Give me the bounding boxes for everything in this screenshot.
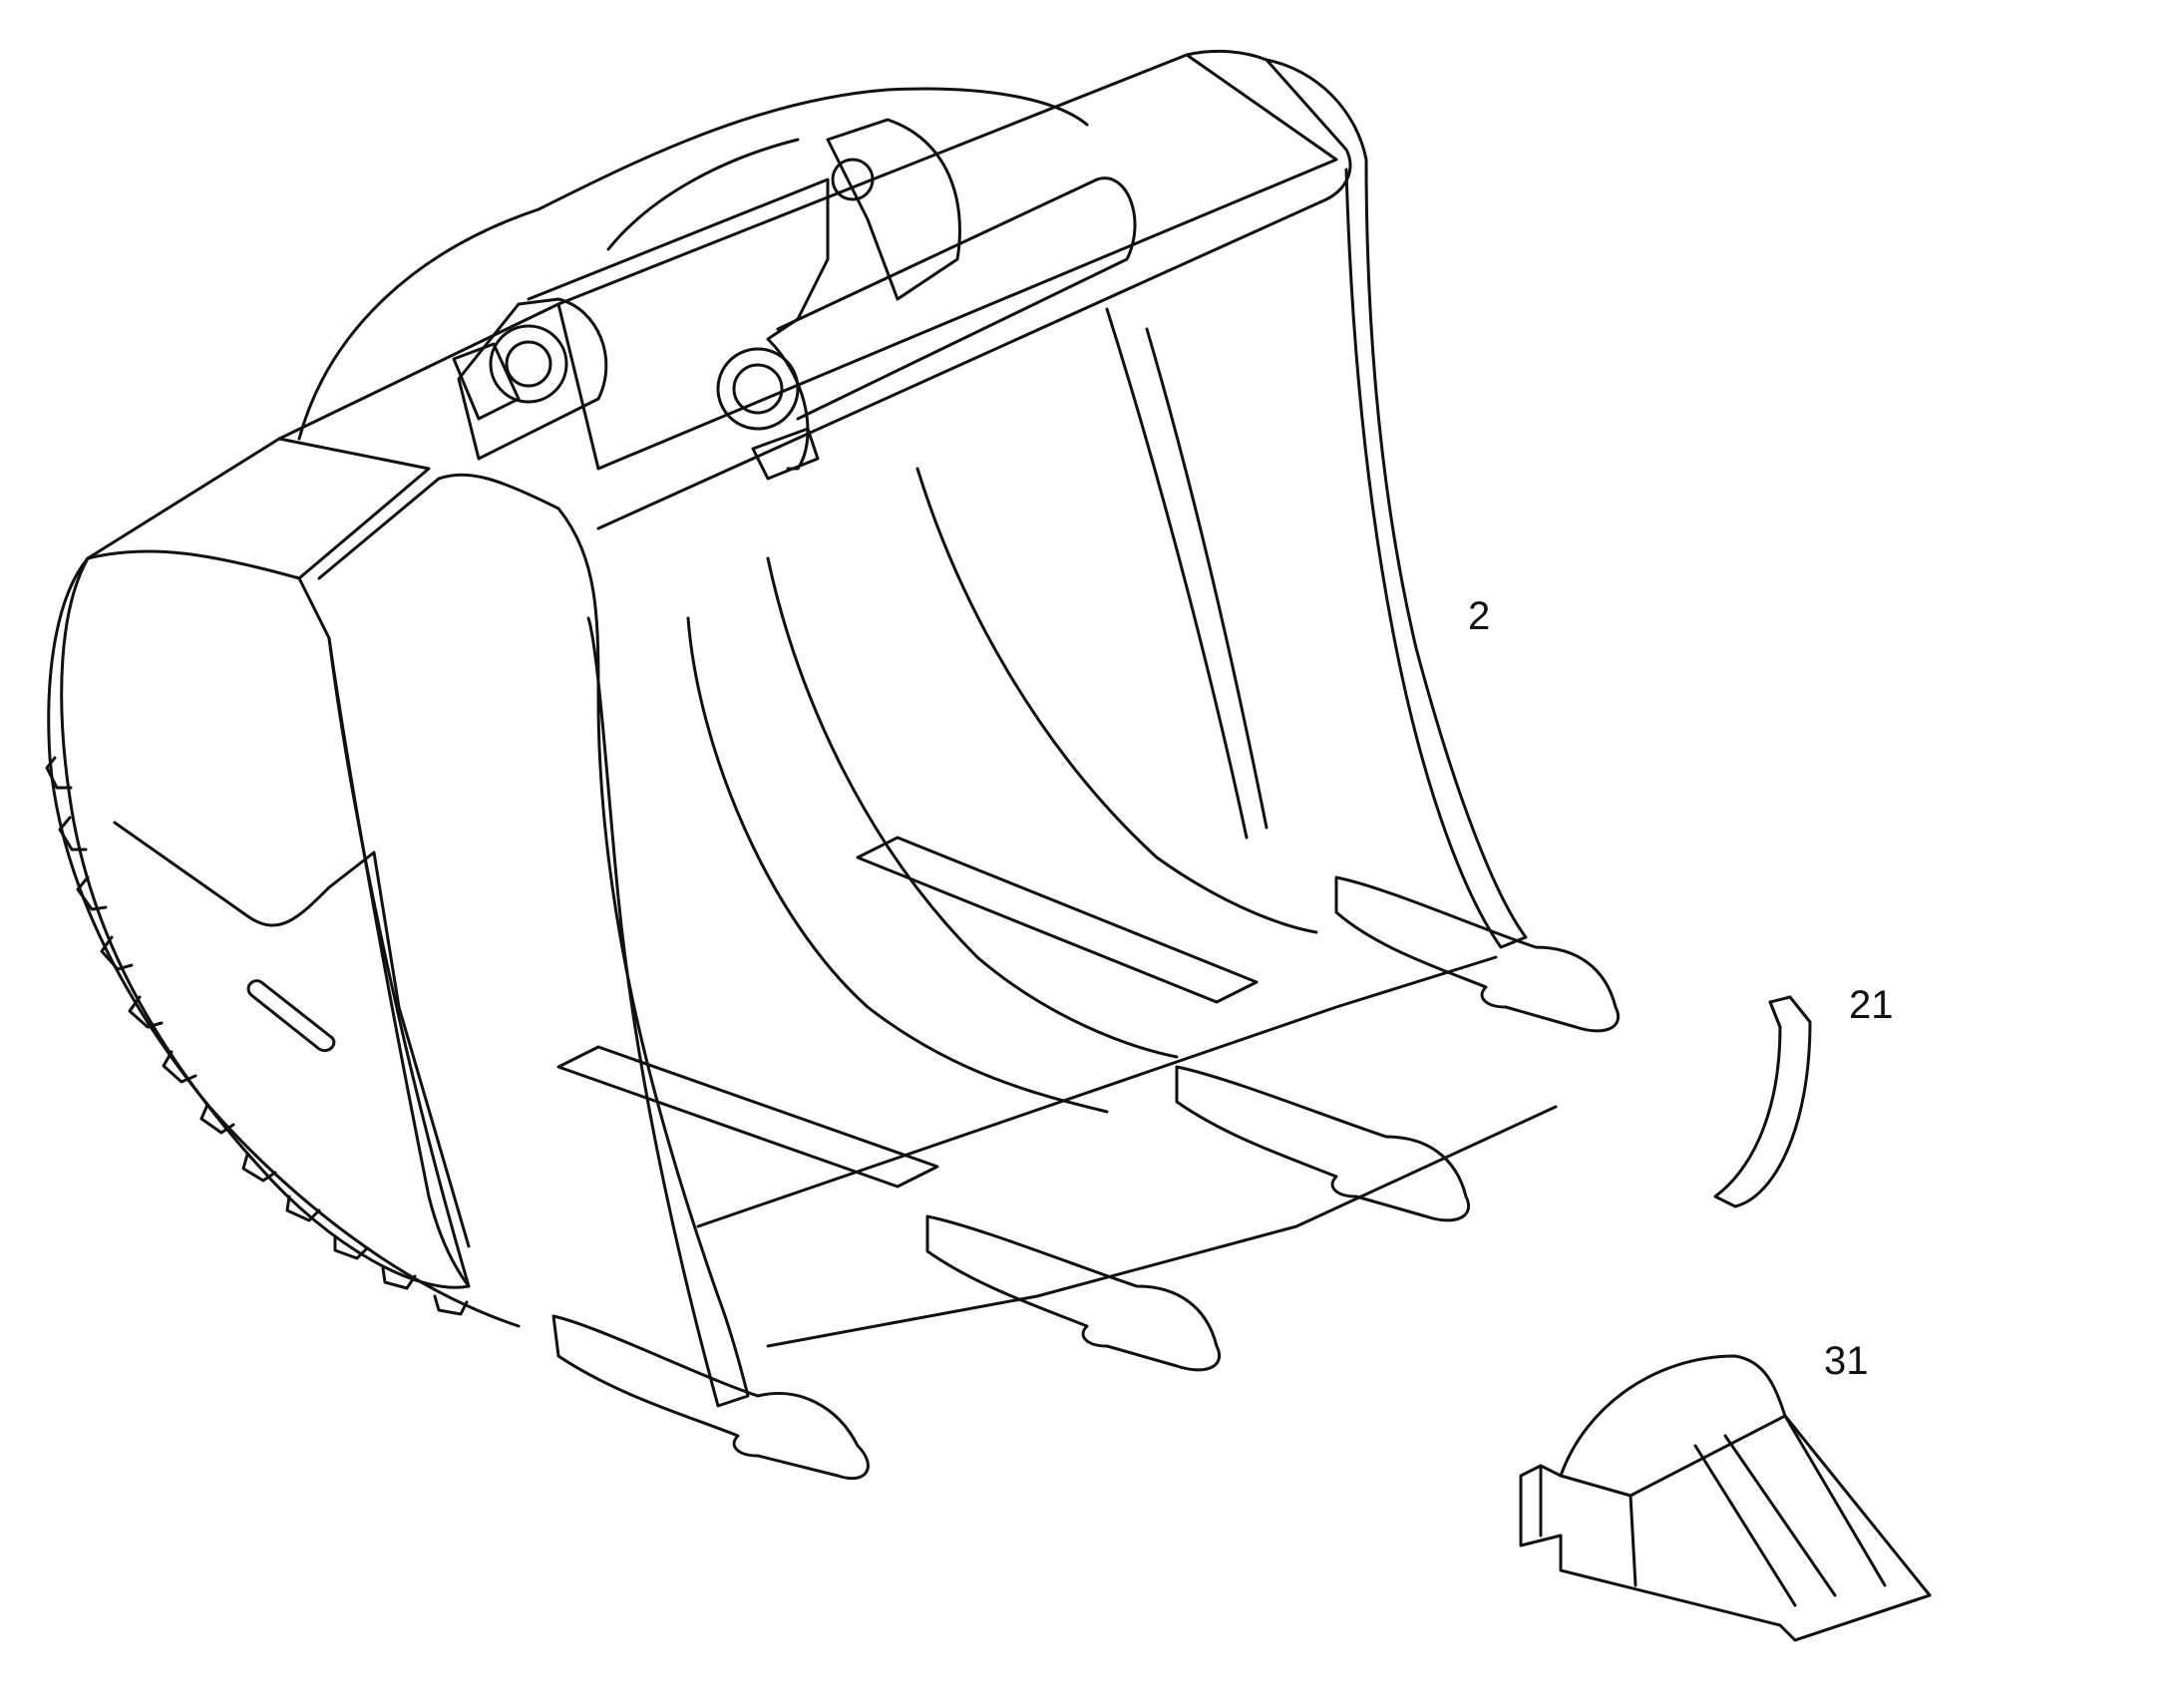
tooth-4 [1334,875,1620,1033]
lock-plate-center [751,427,820,481]
linkage-pin-hole-center-inner [732,363,784,415]
linkage-pin-hole-left-inner [505,340,552,388]
tooth-3 [1175,1065,1470,1222]
floor-curve-2 [766,556,1179,1059]
bucket-back-plate-inner [606,138,800,251]
linkage-pin-hole-left [489,324,568,404]
right-side-plate-inner [1105,307,1269,840]
cross-tube [776,176,1137,421]
linkage-pin-hole-center [716,347,800,431]
lock-plate-left [452,342,521,421]
wear-plate-center [856,836,1259,1004]
right-side-plate [1265,58,1528,949]
bucket-back-plate [297,87,1089,441]
retainer-pin [1713,995,1812,1208]
callout-tooth-tip: 31 [1824,1339,1869,1383]
top-rear-beam [556,53,1338,471]
bucket [45,49,1558,1408]
left-side-gusset [113,821,471,1248]
tooth-tip [1519,1354,1932,1642]
callout-bucket: 2 [1468,594,1491,638]
left-front-rib-edge [317,477,471,1288]
left-side-plate [60,549,471,1289]
tooth-tip-shoulder [1539,1414,1787,1587]
callout-retainer-pin: 21 [1849,983,1894,1027]
linkage-ear-right [826,118,961,301]
left-wear-strips [45,756,469,1316]
linkage-ear-center [527,177,830,471]
left-shell-outer [47,556,521,1328]
retainer-pin-outline [1713,995,1812,1208]
bucket-teeth [551,875,1620,1481]
tooth-1 [551,1314,870,1481]
wear-plate-left [556,1045,939,1189]
top-rear-beam-edge [596,49,1352,530]
top-left-lip-step [277,302,600,471]
floor-curve-1 [686,616,1109,1114]
tooth-tip-outline [1519,1354,1932,1642]
top-left-lip [86,437,431,580]
floor-curve-3 [915,467,1318,934]
linkage-ear-left [457,297,608,461]
cutting-edge [696,955,1558,1348]
tooth-2 [925,1214,1221,1372]
linkage-pin-hole-right [831,158,875,201]
left-side-slot [246,979,336,1052]
tooth-tip-wear-lines [1693,1414,1932,1642]
retainer-pin-face [1768,995,1812,1029]
left-front-rib [437,473,750,1408]
